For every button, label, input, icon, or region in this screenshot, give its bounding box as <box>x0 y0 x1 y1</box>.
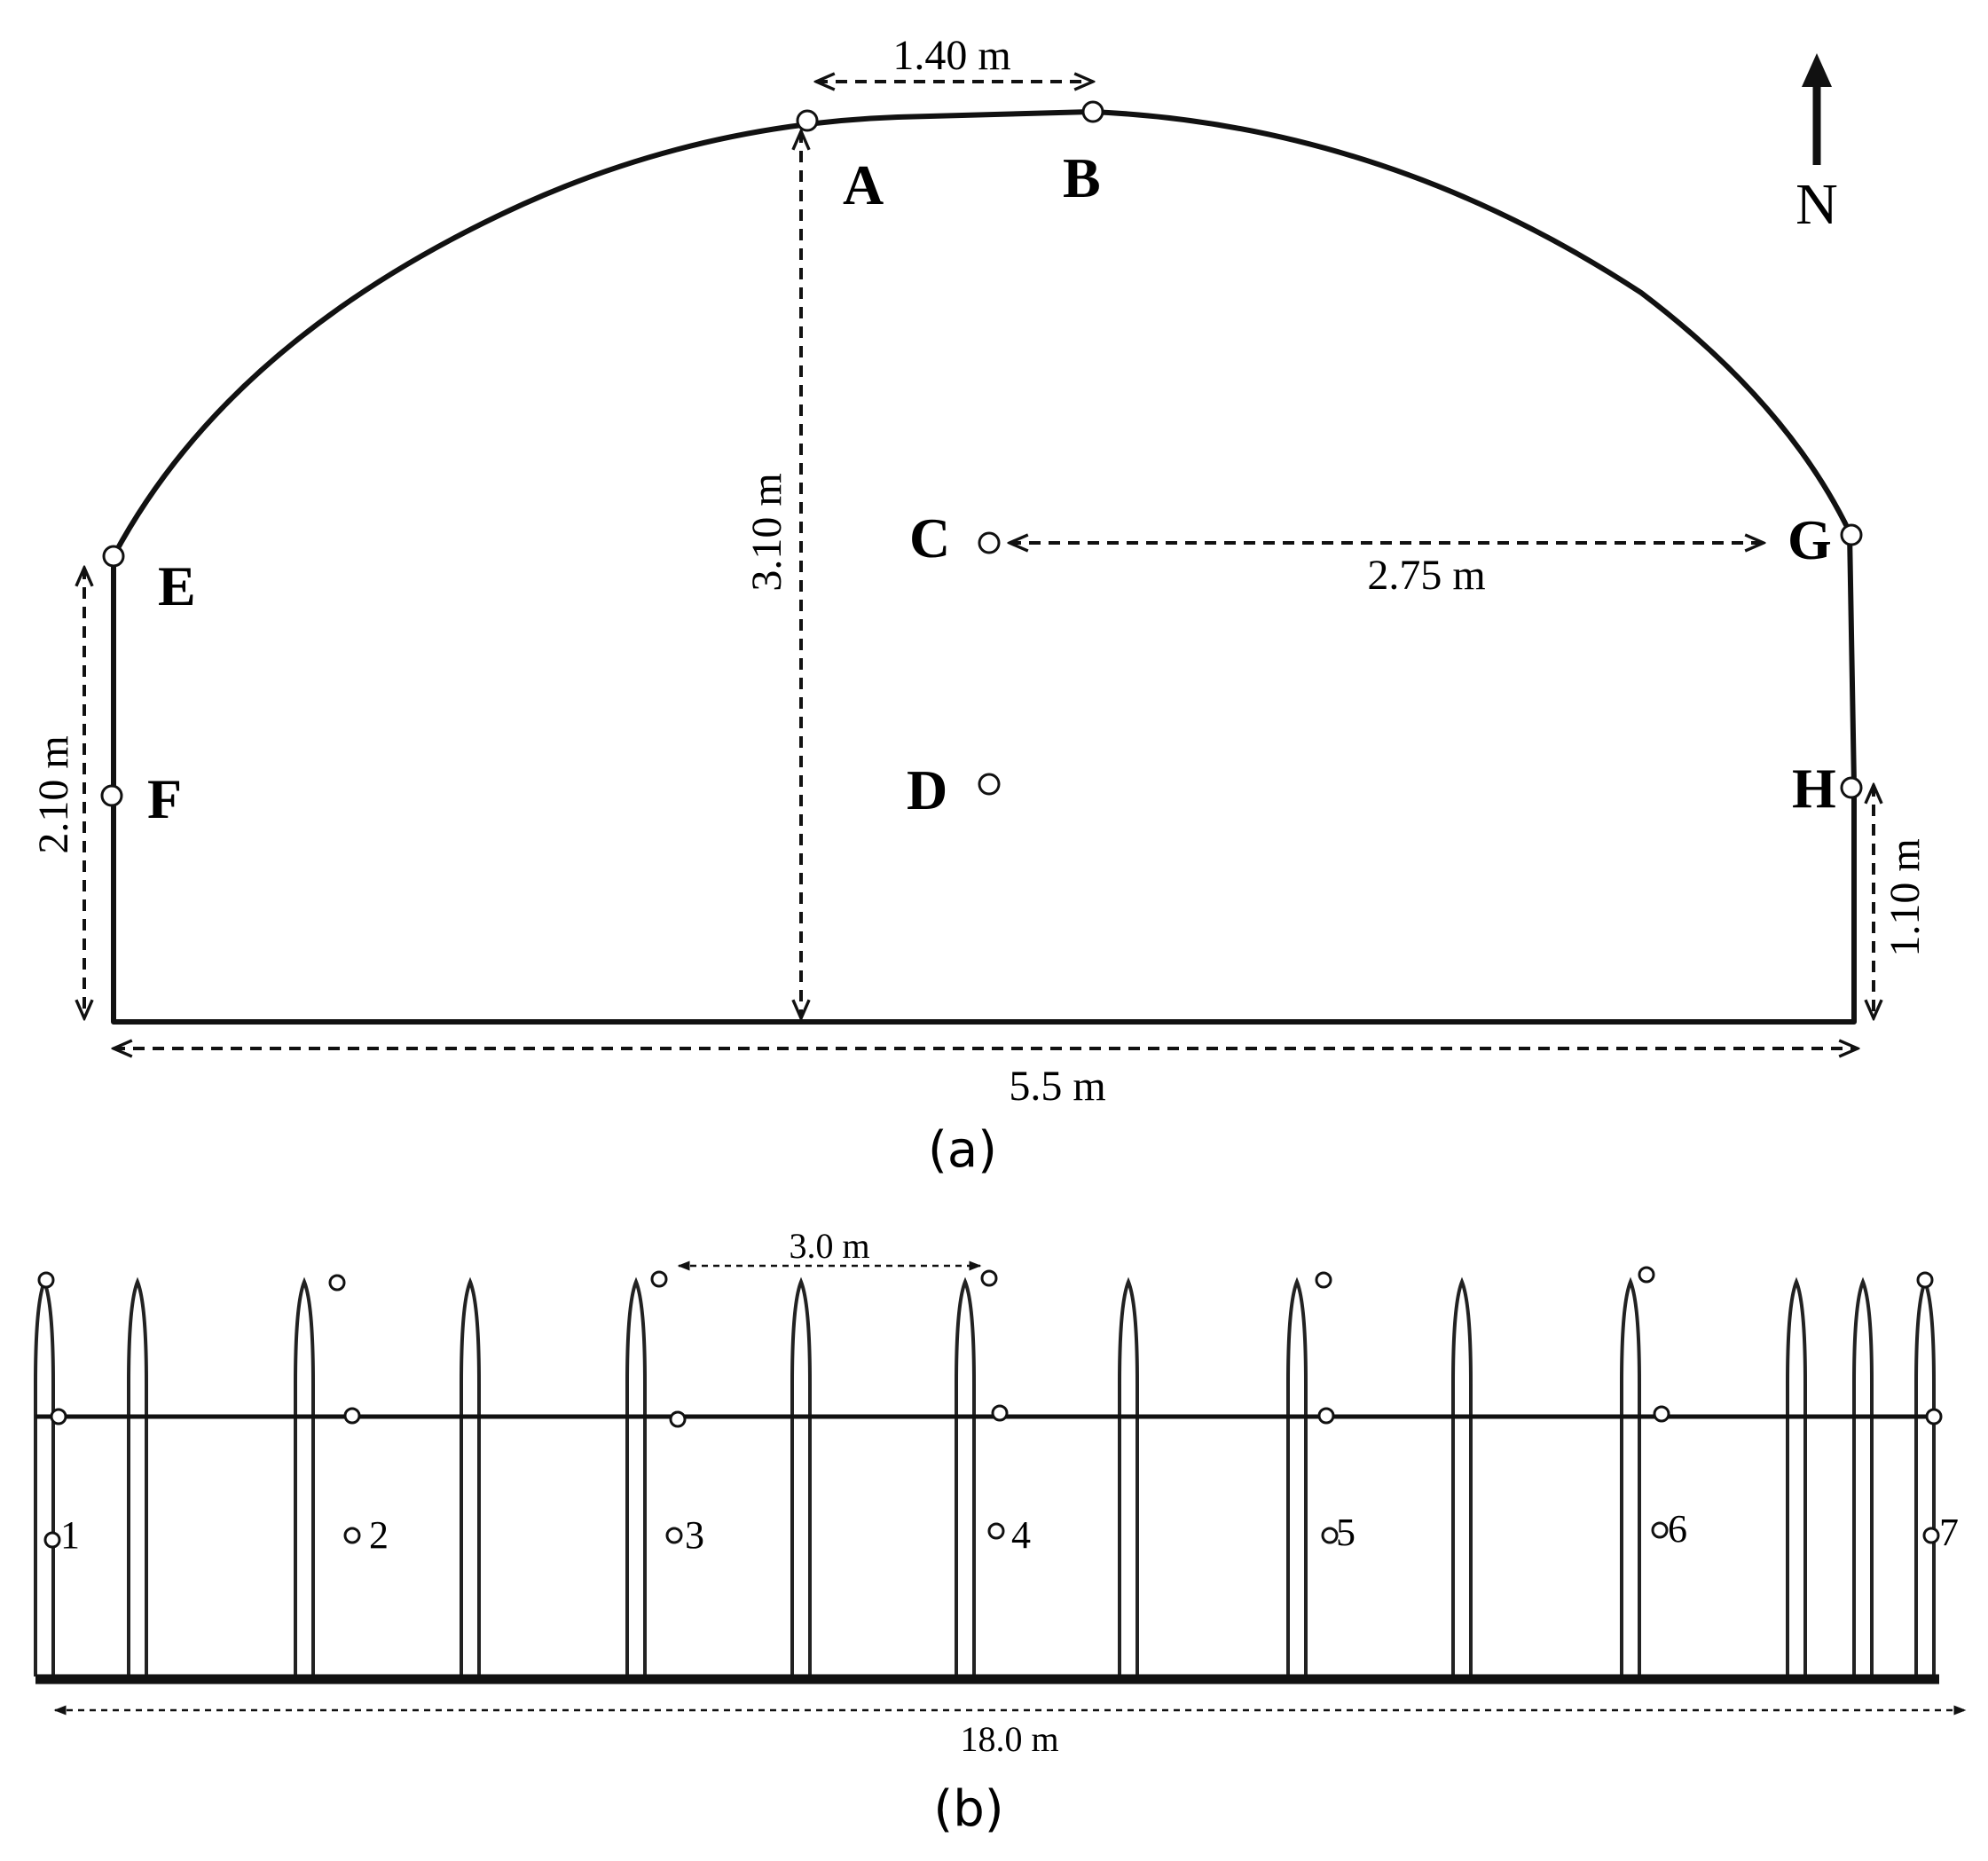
label-f: F <box>147 767 182 830</box>
arch-frame <box>460 1276 481 1676</box>
sensor-point-g <box>1840 523 1863 546</box>
caption-a: (a) <box>928 1121 997 1179</box>
sensor-marker <box>1317 1407 1335 1425</box>
dim-length: 18.0 m <box>960 1719 1058 1759</box>
dim-center-to-wall: 2.75 m <box>1367 552 1485 599</box>
arch-frame <box>1852 1276 1874 1676</box>
arch-frame <box>34 1276 55 1676</box>
arch-frame <box>1914 1276 1936 1676</box>
sensor-marker <box>665 1527 683 1544</box>
sensor-marker <box>1653 1405 1670 1423</box>
sensor-marker <box>328 1274 346 1292</box>
dim-arch-spacing: 3.0 m <box>789 1226 869 1266</box>
greenhouse-outline <box>111 109 1857 1025</box>
panel-a-cross-section: N A B C D E F G H 1.40 m 3.10 m 2.75 m 2… <box>30 32 1929 1179</box>
sensor-marker <box>1638 1266 1655 1284</box>
sensor-point-a <box>796 109 819 132</box>
sensor-marker <box>1922 1527 1940 1544</box>
label-a: A <box>843 153 884 216</box>
arch-frame <box>127 1276 148 1676</box>
arch-frame <box>1118 1276 1139 1676</box>
position-label-5: 5 <box>1336 1511 1355 1554</box>
sensor-point-e <box>102 545 125 568</box>
sensor-point-h <box>1840 776 1863 799</box>
arch-frame <box>1786 1276 1807 1676</box>
label-g: G <box>1788 508 1832 571</box>
arch-frames <box>34 1276 1936 1676</box>
label-c: C <box>909 506 950 569</box>
caption-b: (b) <box>933 1780 1003 1838</box>
arch-frame <box>625 1276 647 1676</box>
sensor-marker <box>37 1271 55 1289</box>
sensor-markers <box>37 1266 1943 1549</box>
dim-peak-height: 3.10 m <box>743 473 790 591</box>
panel-b-side-view: 1 2 3 4 5 6 7 3.0 m 18.0 m (b) <box>34 1226 1967 1838</box>
sensor-point-d <box>978 773 1001 796</box>
sensor-marker <box>650 1270 668 1288</box>
label-h: H <box>1792 757 1836 820</box>
north-arrow-icon <box>1802 53 1832 165</box>
arch-frame <box>1286 1276 1308 1676</box>
sensor-point-b <box>1081 100 1104 123</box>
position-label-6: 6 <box>1668 1507 1687 1551</box>
sensor-marker <box>43 1531 61 1549</box>
sensor-point-c <box>978 531 1001 554</box>
dim-width: 5.5 m <box>1009 1063 1105 1110</box>
north-label: N <box>1795 172 1838 237</box>
arch-frame <box>790 1276 812 1676</box>
arch-frame <box>294 1276 315 1676</box>
label-b: B <box>1063 146 1101 209</box>
label-d: D <box>907 758 947 821</box>
label-e: E <box>158 554 196 617</box>
sensor-marker <box>1916 1271 1934 1289</box>
sensor-marker <box>1315 1271 1332 1289</box>
position-label-3: 3 <box>685 1513 704 1557</box>
sensor-point-f <box>100 784 123 807</box>
sensor-marker <box>991 1404 1009 1422</box>
sensor-marker <box>50 1408 67 1425</box>
position-label-2: 2 <box>369 1513 389 1557</box>
position-label-7: 7 <box>1939 1511 1959 1554</box>
sensor-marker <box>343 1527 361 1544</box>
dim-left-wall-height: 2.10 m <box>30 735 77 853</box>
sensor-marker <box>1651 1521 1669 1539</box>
sensor-marker <box>980 1269 998 1287</box>
dim-right-sensor-height: 1.10 m <box>1882 838 1929 956</box>
sensor-marker <box>987 1522 1005 1540</box>
position-label-1: 1 <box>60 1513 80 1557</box>
position-label-4: 4 <box>1011 1513 1031 1557</box>
dim-ab-spacing: 1.40 m <box>892 32 1010 79</box>
arch-frame <box>1620 1276 1641 1676</box>
sensor-marker <box>669 1410 687 1428</box>
sensor-marker <box>343 1407 361 1425</box>
sensor-marker <box>1925 1408 1943 1425</box>
sensor-marker <box>1321 1527 1339 1544</box>
arch-frame <box>1451 1276 1473 1676</box>
arch-frame <box>955 1276 976 1676</box>
